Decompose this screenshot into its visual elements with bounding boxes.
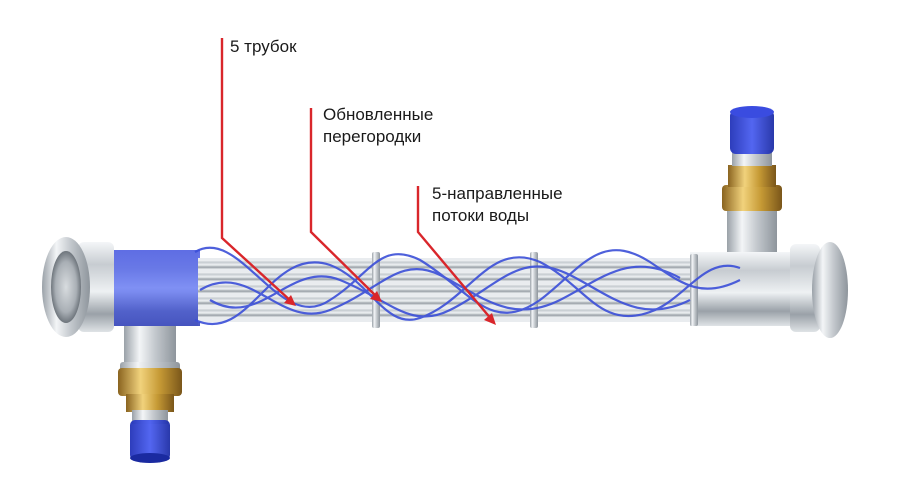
brass-nut-lower [118,368,182,396]
shell-body [42,237,848,338]
right-flange [790,242,848,338]
label-baffles: Обновленные перегородки [323,104,433,148]
label-tubes-text: 5 трубок [230,37,297,56]
label-flows-line1: 5-направленные [432,184,563,203]
tube [198,308,698,317]
pointer-lines [220,38,493,321]
label-tubes: 5 трубок [230,36,297,58]
upper-port [722,106,782,260]
pointer-arrowheads [284,291,496,325]
blue-cap-lower [130,420,170,460]
baffle [690,254,698,326]
arrowhead-icon [284,295,296,306]
arrowhead-icon [370,291,382,302]
baffle [530,252,538,328]
arrowhead-icon [484,313,496,325]
left-flange [42,237,114,337]
brass-nut-upper [722,185,782,211]
tube [198,272,698,281]
pointer-tubes [220,38,293,303]
lower-port [118,320,182,463]
label-baffles-line1: Обновленные [323,105,434,124]
tube [198,296,698,305]
pointer-flows [416,186,493,321]
blue-cap-upper [730,110,774,154]
label-flows: 5-направленные потоки воды [432,183,563,227]
tube-bundle [198,260,698,317]
tube [198,284,698,293]
tube [198,260,698,269]
pointer-baffles [309,108,379,299]
label-flows-line2: потоки воды [432,206,530,225]
baffle [372,252,380,328]
label-baffles-line2: перегородки [323,127,422,146]
